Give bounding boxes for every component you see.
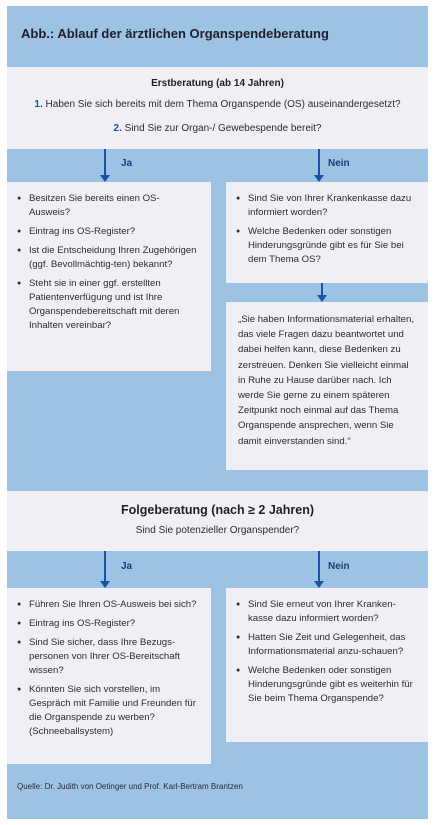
figure-frame: Abb.: Ablauf der ärztlichen Organspendeb… — [7, 6, 428, 819]
list-item: Welche Bedenken oder sonstigen Hinderung… — [236, 225, 416, 267]
list-item: Eintrag ins OS-Register? — [17, 617, 199, 631]
list-item: Hatten Sie Zeit und Gelegenheit, das Inf… — [236, 631, 416, 659]
arrow-down-icon — [100, 149, 110, 182]
arrow-down-icon — [100, 551, 110, 588]
list-item: Sind Sie von Ihrer Krankenkasse dazu inf… — [236, 192, 416, 220]
question-text: Sind Sie zur Organ-/ Gewebespende bereit… — [124, 123, 322, 134]
folgeberatung-question: Sind Sie potenzieller Organspender? — [135, 525, 300, 536]
question-number: 2. — [113, 123, 122, 134]
list-item: Sind Sie sicher, dass Ihre Bezugs-person… — [17, 636, 199, 678]
erst-ja-box: Besitzen Sie bereits einen OS-Ausweis? E… — [7, 182, 211, 371]
quote-box: „Sie haben Informationsmaterial erhalten… — [226, 302, 428, 470]
list-item: Sind Sie erneut von Ihrer Kranken-kasse … — [236, 598, 416, 626]
list-item: Führen Sie Ihren OS-Ausweis bei sich? — [17, 598, 199, 612]
erst-nein-label: Nein — [328, 158, 350, 169]
list-item: Steht sie in einer ggf. erstellten Patie… — [17, 277, 199, 333]
question-text: Haben Sie sich bereits mit dem Thema Org… — [45, 99, 401, 110]
erstberatung-heading: Erstberatung (ab 14 Jahren) — [151, 78, 284, 89]
folge-nein-box: Sind Sie erneut von Ihrer Kranken-kasse … — [226, 588, 428, 742]
erst-ja-label: Ja — [121, 158, 133, 169]
arrow-down-icon — [314, 149, 324, 182]
folge-nein-label: Nein — [328, 561, 350, 572]
arrow-down-icon — [314, 551, 324, 588]
source-note: Quelle: Dr. Judith von Oetinger und Prof… — [17, 782, 243, 791]
list-item: Ist die Entscheidung Ihren Zugehörigen (… — [17, 244, 199, 272]
arrow-down-icon — [317, 283, 327, 302]
folgeberatung-section: Folgeberatung (nach ≥ 2 Jahren) Sind Sie… — [7, 491, 428, 551]
erstberatung-question-1: 1. Haben Sie sich bereits mit dem Thema … — [7, 98, 428, 112]
figure-title: Abb.: Ablauf der ärztlichen Organspendeb… — [21, 26, 329, 41]
list-item: Besitzen Sie bereits einen OS-Ausweis? — [17, 192, 199, 220]
question-number: 1. — [34, 99, 43, 110]
folge-ja-label: Ja — [121, 561, 133, 572]
erst-nein-box: Sind Sie von Ihrer Krankenkasse dazu inf… — [226, 182, 428, 283]
list-item: Welche Bedenken oder sonstigen Hinderung… — [236, 664, 416, 706]
erstberatung-section: Erstberatung (ab 14 Jahren) 1. Haben Sie… — [7, 67, 428, 149]
list-item: Eintrag ins OS-Register? — [17, 225, 199, 239]
erstberatung-question-2: 2. Sind Sie zur Organ-/ Gewebespende ber… — [7, 122, 428, 136]
list-item: Könnten Sie sich vorstellen, im Gespräch… — [17, 683, 199, 739]
folgeberatung-heading: Folgeberatung (nach ≥ 2 Jahren) — [121, 503, 314, 517]
folge-ja-box: Führen Sie Ihren OS-Ausweis bei sich? Ei… — [7, 588, 211, 764]
